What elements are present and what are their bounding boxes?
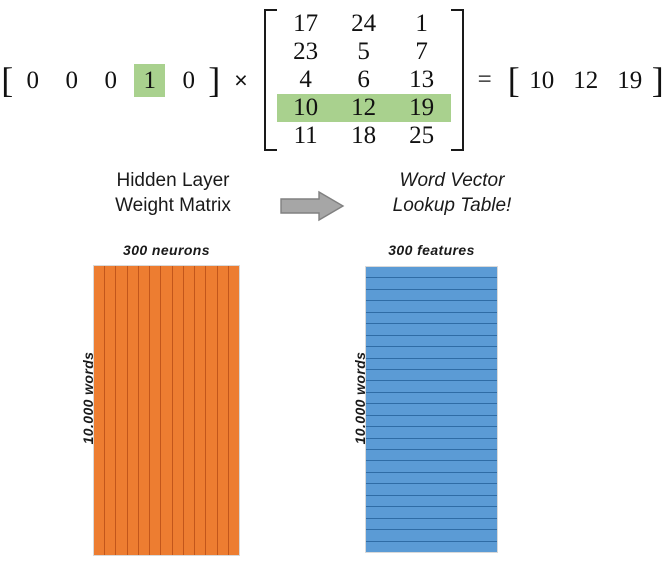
hidden-layer-caption-line1: Hidden Layer [116, 170, 230, 191]
matrix-row [366, 347, 497, 359]
caption-row: Hidden Layer Weight Matrix Word Vector L… [0, 168, 665, 230]
hidden-layer-weight-matrix-block: 300 neurons 10,000 words [60, 240, 242, 560]
blue-block-top-label: 300 features [388, 242, 475, 258]
matrix-column [206, 266, 218, 555]
matrix-rows: 17 24 1 23 5 7 4 6 13 10 12 19 11 18 [276, 9, 451, 151]
matrix-row [366, 278, 497, 290]
matrix-row [366, 393, 497, 405]
word-vector-caption: Word Vector Lookup Table! [352, 168, 552, 218]
word-vector-lookup-table-block: 300 features 10,000 words [333, 240, 515, 560]
input-vector-cell-0: 0 [26, 66, 39, 94]
matrix-row: 23 5 7 [277, 38, 451, 66]
right-arrow-icon [280, 190, 345, 222]
matrix-row [366, 542, 497, 552]
matrix-equation: [ 0 0 0 1 0 ] × 17 24 1 23 5 7 4 6 13 [0, 0, 665, 160]
matrix-row: 11 18 25 [277, 122, 451, 150]
input-vector-cell-4: 0 [182, 66, 195, 94]
equals-symbol: = [477, 66, 492, 93]
matrix-row [366, 324, 497, 336]
matrix-cell: 23 [293, 38, 319, 65]
one-hot-input-vector: [ 0 0 0 1 0 ] [1, 62, 220, 98]
matrix-row [366, 416, 497, 428]
matrix-cell: 17 [293, 10, 319, 37]
matrix-row [366, 267, 497, 279]
matrix-row [366, 381, 497, 393]
input-vector-open-bracket: [ [1, 60, 14, 100]
input-vector-cell-3-highlighted: 1 [134, 63, 166, 97]
matrix-cell: 7 [415, 38, 428, 65]
hidden-layer-caption-line2: Weight Matrix [115, 195, 231, 217]
matrix-row-highlighted: 10 12 19 [276, 94, 451, 122]
matrix-cell: 5 [357, 38, 370, 65]
matrix-left-bracket [263, 9, 277, 151]
result-vector-cell-0: 10 [529, 66, 555, 94]
word-vector-caption-line2: Lookup Table! [392, 195, 512, 217]
matrix-cell: 24 [351, 10, 377, 37]
matrix-column [105, 266, 117, 555]
matrix-row [366, 359, 497, 370]
matrix-row [366, 484, 497, 496]
matrix-cell: 1 [415, 10, 428, 37]
matrix-row [366, 404, 497, 416]
matrix-row [366, 313, 497, 325]
matrix-column [184, 266, 196, 555]
matrix-column [116, 266, 128, 555]
matrix-row [366, 427, 497, 439]
matrix-row [366, 530, 497, 542]
matrix-row [366, 519, 497, 531]
matrix-row [366, 450, 497, 462]
multiplication-symbol: × [234, 66, 248, 93]
matrix-row [366, 439, 497, 450]
matrix-row: 4 6 13 [277, 66, 451, 94]
matrix-row [366, 507, 497, 519]
matrix-row [366, 496, 497, 508]
matrix-column [94, 266, 106, 555]
matrix-column [128, 266, 139, 555]
input-vector-close-bracket: ] [208, 60, 221, 100]
matrix-column [173, 266, 184, 555]
matrix-cell: 13 [409, 66, 435, 93]
matrix-cell: 25 [409, 122, 435, 149]
matrix-cell: 19 [409, 94, 435, 121]
matrix-row [366, 336, 497, 348]
result-vector: [ 10 12 19 ] [508, 62, 664, 98]
matrix-row [366, 290, 497, 302]
blue-matrix-graphic [365, 266, 498, 553]
matrix-row [366, 301, 497, 313]
matrix-column [218, 266, 229, 555]
hidden-layer-caption: Hidden Layer Weight Matrix [78, 168, 268, 218]
matrix-cell: 10 [293, 94, 319, 121]
result-vector-cell-2: 19 [617, 66, 643, 94]
matrix-cell: 12 [351, 94, 377, 121]
matrix-row: 17 24 1 [277, 10, 451, 38]
matrix-column [150, 266, 162, 555]
result-vector-open-bracket: [ [507, 60, 520, 100]
result-vector-cell-1: 12 [573, 66, 599, 94]
matrix-column [229, 266, 239, 555]
weight-matrix: 17 24 1 23 5 7 4 6 13 10 12 19 11 18 [263, 9, 464, 151]
matrix-cell: 11 [293, 122, 318, 149]
matrix-cell: 4 [299, 66, 312, 93]
result-vector-close-bracket: ] [651, 60, 664, 100]
matrix-column [139, 266, 151, 555]
matrix-row [366, 473, 497, 485]
matrix-row [366, 461, 497, 473]
input-vector-cell-2: 0 [104, 66, 117, 94]
matrix-right-bracket [450, 9, 464, 151]
matrix-cell: 6 [357, 66, 370, 93]
word-vector-caption-line1: Word Vector [399, 170, 505, 191]
orange-block-top-label: 300 neurons [123, 242, 210, 258]
matrix-cell: 18 [351, 122, 377, 149]
orange-matrix-graphic [93, 265, 240, 556]
matrix-column [195, 266, 207, 555]
matrix-column [161, 266, 173, 555]
matrix-row [366, 370, 497, 382]
input-vector-cell-1: 0 [65, 66, 78, 94]
